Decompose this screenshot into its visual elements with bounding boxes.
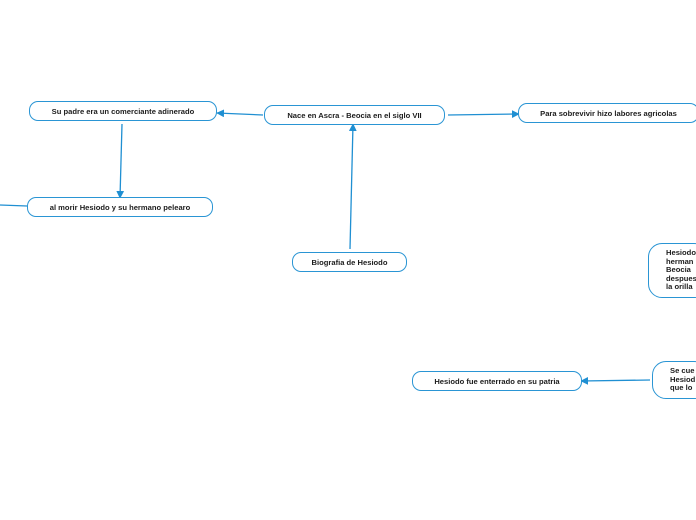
connector-nace-to-padre: [216, 109, 264, 118]
node-hesiodo-enterrado[interactable]: Hesiodo fue enterrado en su patria: [412, 371, 582, 391]
node-label: Nace en Ascra - Beocia en el siglo VII: [287, 110, 422, 120]
node-label: al morir Hesiodo y su hermano pelearo: [49, 202, 191, 212]
connector-secue-to-enterrado: [580, 376, 651, 385]
node-label: Biografia de Hesiodo: [311, 257, 388, 267]
node-label: Su padre era un comerciante adinerado: [51, 106, 195, 116]
node-al-morir[interactable]: al morir Hesiodo y su hermano pelearo: [27, 197, 213, 217]
connector-morir-to-offscreen: [0, 204, 28, 207]
connector-padre-to-morir: [116, 123, 125, 199]
node-label: Hesiodo fue enterrado en su patria: [434, 376, 560, 386]
node-nace-en-ascra[interactable]: Nace en Ascra - Beocia en el siglo VII: [264, 105, 445, 125]
node-biografia-de-hesiodo[interactable]: Biografia de Hesiodo: [292, 252, 407, 272]
node-para-sobrevivir[interactable]: Para sobrevivir hizo labores agricolas: [518, 103, 696, 123]
node-su-padre[interactable]: Su padre era un comerciante adinerado: [29, 101, 217, 121]
node-label: Para sobrevivir hizo labores agricolas: [540, 108, 677, 118]
connector-center-to-nace: [348, 123, 357, 250]
connector-nace-to-sobrevivir: [447, 110, 520, 118]
node-label-lines: Se cue Hesiod que lo: [670, 366, 696, 393]
node-se-cuenta-hesiodo[interactable]: Se cue Hesiod que lo: [652, 361, 696, 399]
node-hesiodo-hermano-beocia[interactable]: Hesiodo herman Beocia despues la orilla: [648, 243, 696, 298]
node-label-lines: Hesiodo herman Beocia despues la orilla: [666, 248, 696, 292]
